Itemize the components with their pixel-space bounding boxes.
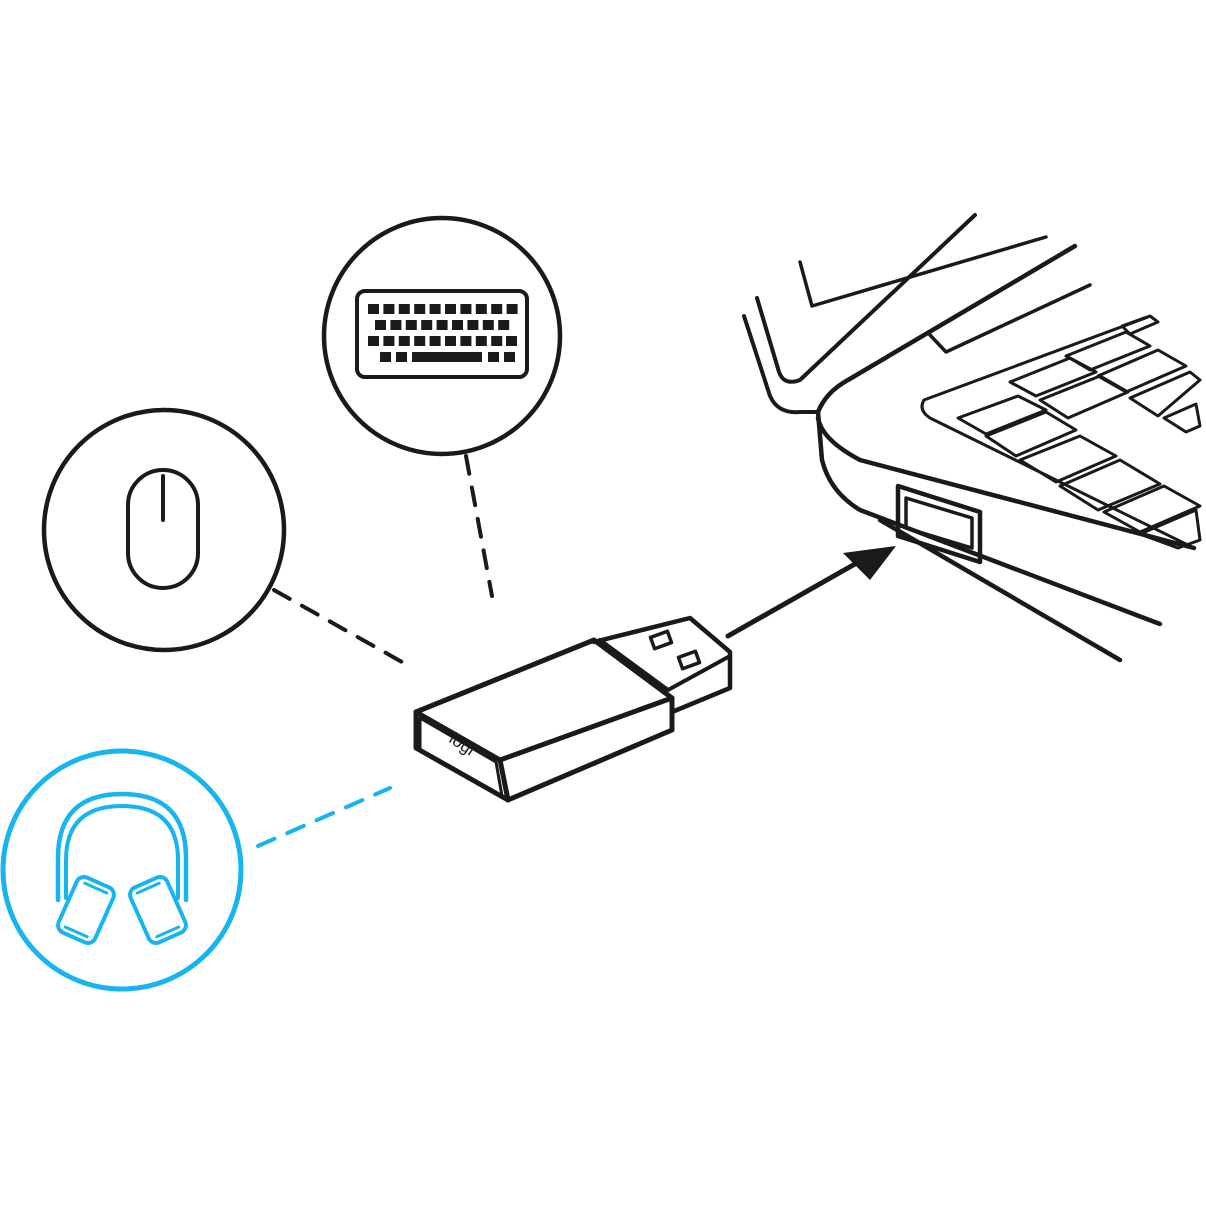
keyboard-key — [436, 320, 448, 330]
keyboard-key — [380, 352, 391, 362]
keyboard-key — [491, 304, 503, 314]
keyboard-key — [498, 320, 510, 330]
keyboard-key — [398, 304, 410, 314]
arrow-icon — [725, 546, 896, 639]
mouse-device-badge — [41, 407, 404, 664]
keyboard-key — [412, 352, 482, 362]
keyboard-key — [445, 304, 456, 314]
keyboard-key — [429, 304, 441, 314]
keyboard-key — [488, 352, 499, 362]
keyboard-key — [398, 336, 410, 346]
keyboard-key — [504, 352, 515, 362]
headset-device-badge — [0, 748, 392, 992]
keyboard-key — [460, 336, 472, 346]
usb-port-icon — [895, 483, 983, 565]
keyboard-key — [452, 320, 463, 330]
keyboard-key — [506, 304, 518, 314]
keyboard-key — [414, 304, 426, 314]
keyboard-key — [445, 336, 456, 346]
keyboard-key — [383, 336, 395, 346]
keyboard-key — [421, 320, 433, 330]
keyboard-key — [429, 336, 441, 346]
keyboard-key — [405, 320, 417, 330]
keyboard-key — [383, 304, 395, 314]
keyboard-key — [475, 304, 487, 314]
keyboard-device-badge — [321, 215, 563, 598]
keyboard-key — [414, 336, 426, 346]
keyboard-key — [375, 320, 386, 330]
headphones-icon — [55, 791, 189, 945]
mouse-icon — [126, 468, 200, 590]
keyboard-key — [368, 304, 379, 314]
keyboard-icon — [355, 289, 529, 379]
laptop-icon — [742, 213, 1202, 663]
usb-receiver-icon: logi — [413, 615, 733, 803]
keyboard-key — [475, 336, 487, 346]
keyboard-key — [460, 304, 472, 314]
keyboard-key — [396, 352, 407, 362]
keyboard-key — [506, 336, 517, 346]
keyboard-key — [482, 320, 494, 330]
keyboard-key — [467, 320, 479, 330]
keyboard-key — [390, 320, 402, 330]
keyboard-key — [368, 336, 379, 346]
keyboard-key — [491, 336, 503, 346]
